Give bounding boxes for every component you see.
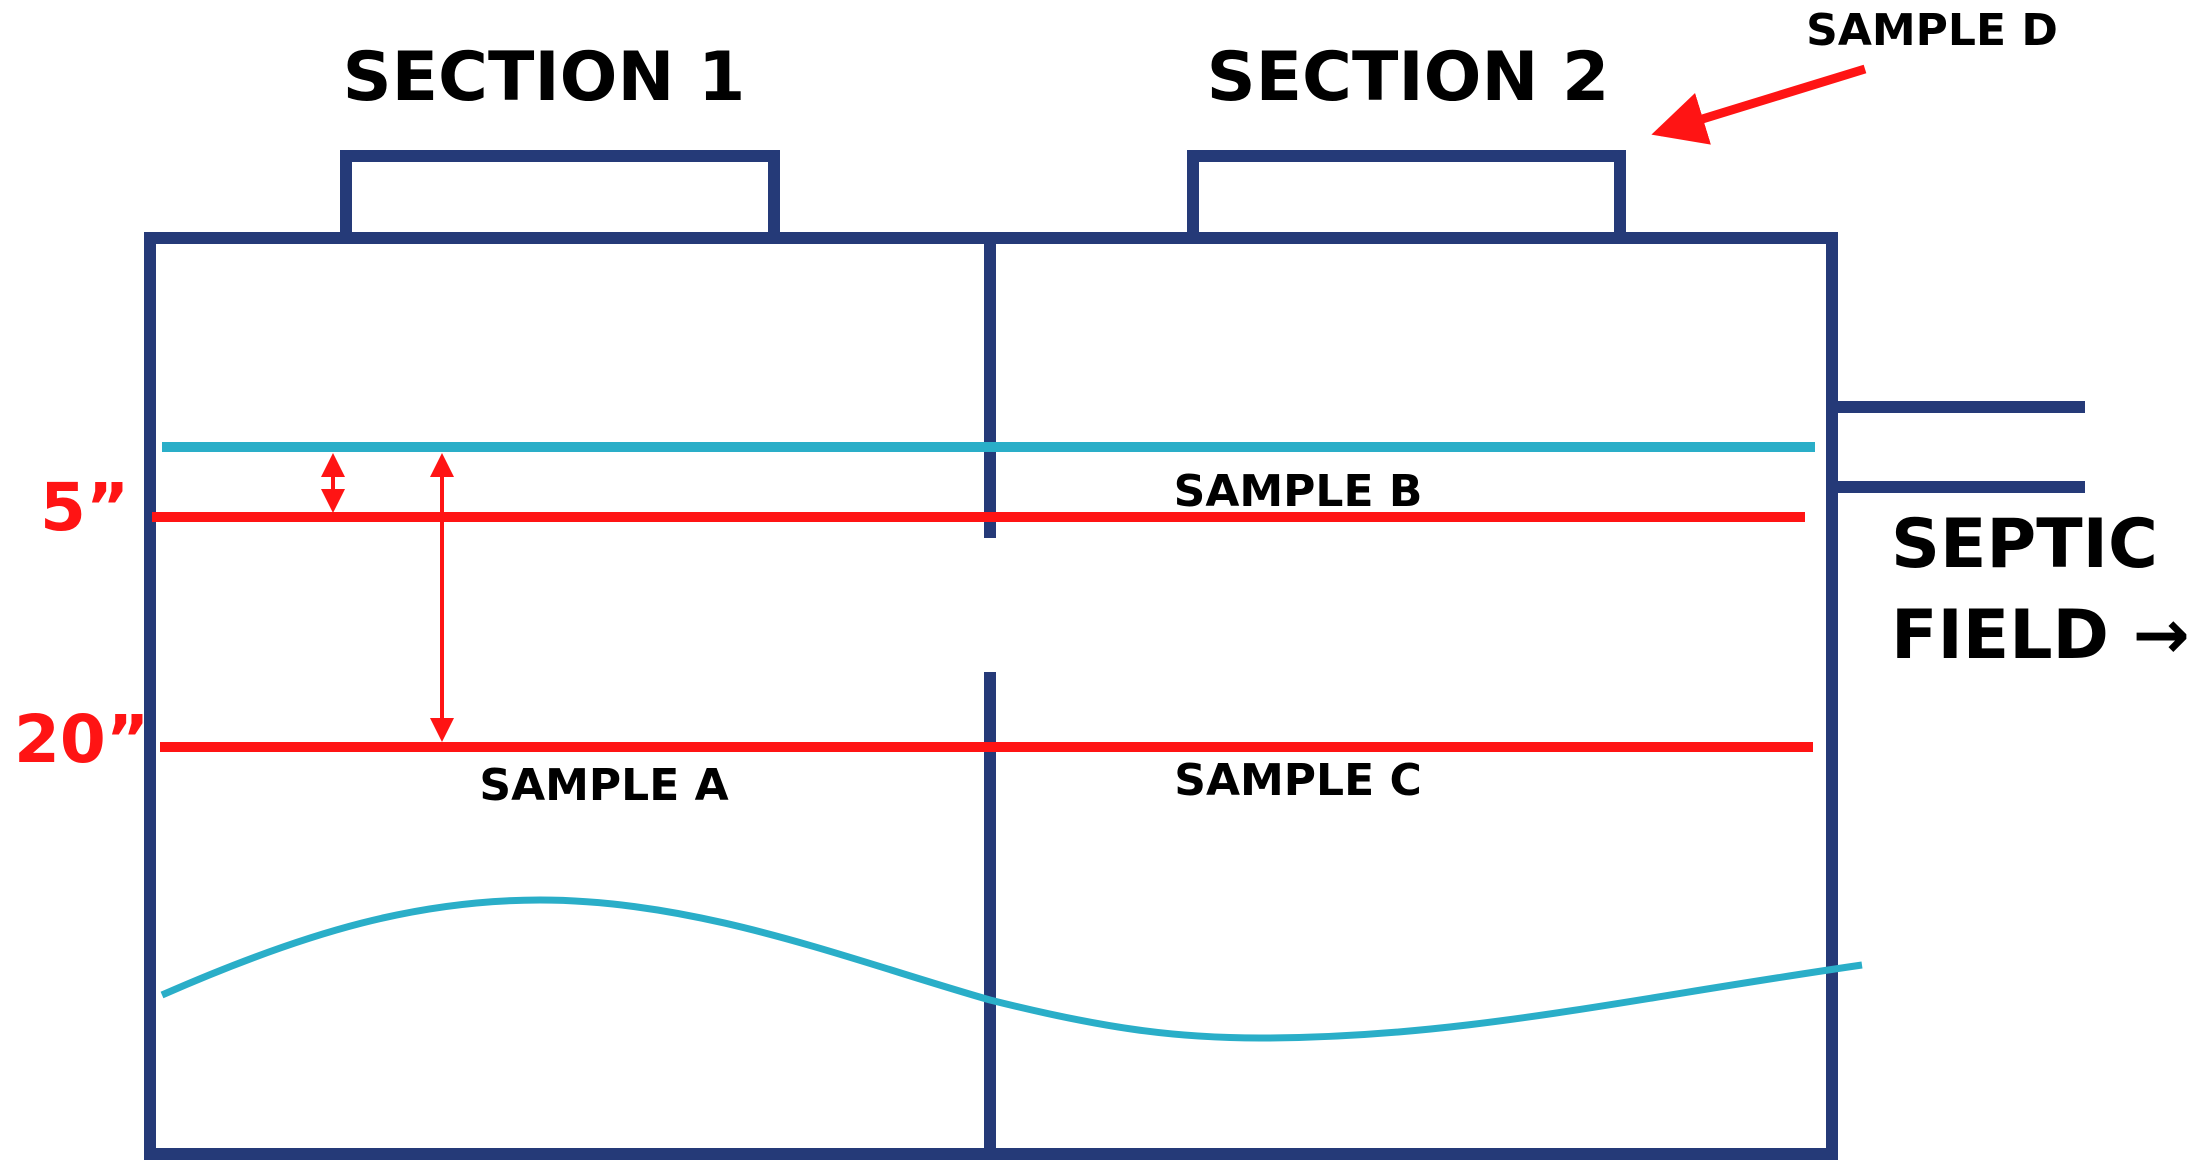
section-2-heading: SECTION 2 bbox=[1207, 38, 1610, 117]
section-1-heading: SECTION 1 bbox=[343, 38, 746, 117]
depth-5-label: 5” bbox=[40, 469, 129, 546]
sludge-layer-line bbox=[160, 896, 1863, 1042]
section-2-riser bbox=[1187, 150, 1626, 238]
sample-b-label: SAMPLE B bbox=[1174, 466, 1423, 517]
septic-field-label-line1: SEPTIC bbox=[1891, 505, 2158, 584]
sample-d-label: SAMPLE D bbox=[1806, 5, 2058, 56]
section-1-riser bbox=[340, 150, 780, 238]
tank bbox=[144, 150, 2085, 1160]
sample-a-label: SAMPLE A bbox=[479, 760, 728, 811]
depth-20-label: 20” bbox=[14, 701, 149, 778]
sample-c-label: SAMPLE C bbox=[1174, 755, 1421, 806]
septic-field-label-line2: FIELD → bbox=[1891, 596, 2190, 675]
arrow-icon bbox=[1651, 64, 1867, 145]
